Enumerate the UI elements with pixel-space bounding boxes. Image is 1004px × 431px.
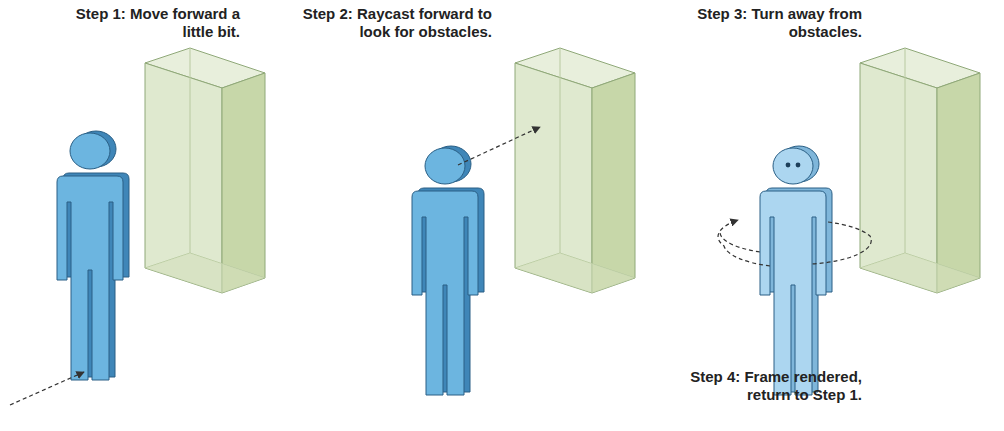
step-caption: Step 2: Raycast forward to look for obst…	[276, 5, 492, 41]
step-caption: Step 1: Move forward a little bit.	[72, 5, 240, 41]
turn-arrow	[718, 220, 770, 266]
turn-arrow	[812, 222, 871, 264]
obstacle-box	[515, 48, 635, 293]
step-caption: Step 4: Frame rendered, return to Step 1…	[666, 368, 862, 404]
obstacle-box	[860, 48, 980, 293]
person-figure	[57, 131, 129, 380]
step-caption: Step 3: Turn away from obstacles.	[670, 5, 862, 41]
motion-arrow	[10, 372, 84, 405]
person-figure	[760, 146, 832, 395]
raycast-arrow	[458, 127, 540, 165]
person-figure	[412, 146, 484, 395]
obstacle-box	[145, 48, 265, 293]
